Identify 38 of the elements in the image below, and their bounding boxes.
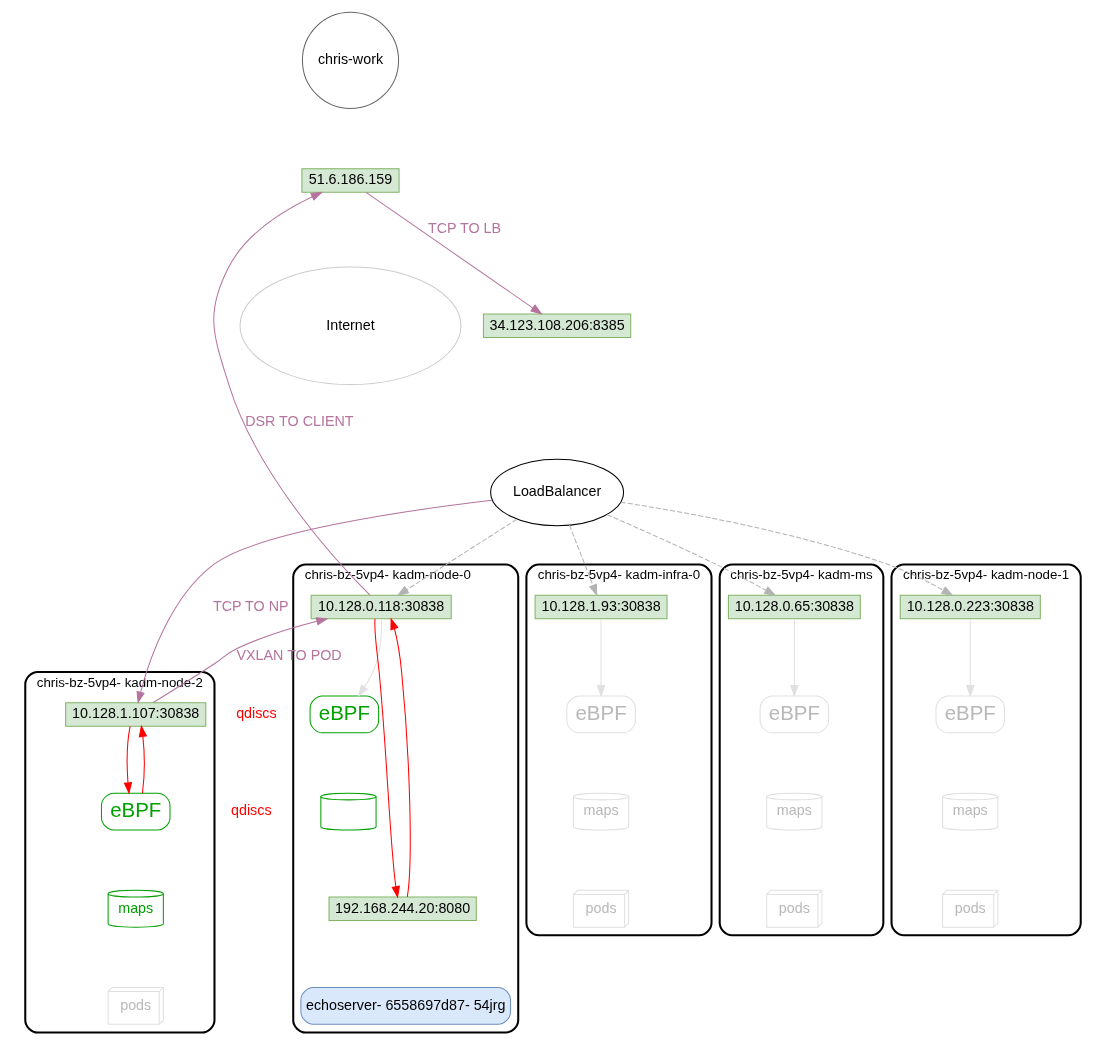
arrow [596,618,605,698]
node-box: eBPF [309,695,379,734]
node-box: 10.128.1.107:30838 [64,702,206,727]
arrow [606,514,776,596]
label: qdiscs [235,705,277,722]
arrow [396,518,517,597]
node-box: eBPF [759,695,829,734]
node-box: eBPF [565,695,636,734]
label: qdiscs [230,802,272,819]
arrow [965,618,975,698]
arrow [365,191,543,315]
edge-label: DSR TO CLIENT [244,412,354,429]
node-box: 51.6.186.159 [300,168,400,193]
arrow [389,617,411,898]
node-box: eBPF [100,792,170,831]
node-box: eBPF [935,695,1005,734]
arrow [136,499,493,704]
arrow [138,724,147,794]
node-ellipse: Internet [239,266,461,386]
node-box: 34.123.108.206:8385 [482,313,631,339]
arrow [373,618,400,899]
edge-label: TCP TO NP [212,597,289,614]
arrow [357,618,382,697]
node-box: 10.128.1.93:30838 [534,594,668,620]
node-circle: chris-work [301,11,399,109]
edge-label: TCP TO LB [427,220,501,237]
arrow [619,501,954,596]
arrow [123,725,132,795]
node-ellipse: LoadBalancer [489,458,624,527]
node-box: 192.168.244.20:8080 [328,896,477,921]
arrow [789,618,799,698]
arrow [212,191,370,596]
arrow [568,524,597,597]
arrow [152,617,328,704]
node-box: echoserver- 6558697d87- 54jrg [299,987,511,1025]
node-box: 10.128.0.65:30838 [727,594,861,620]
node-box: 10.128.0.223:30838 [899,594,1041,620]
node-box: 10.128.0.118:30838 [310,594,452,620]
